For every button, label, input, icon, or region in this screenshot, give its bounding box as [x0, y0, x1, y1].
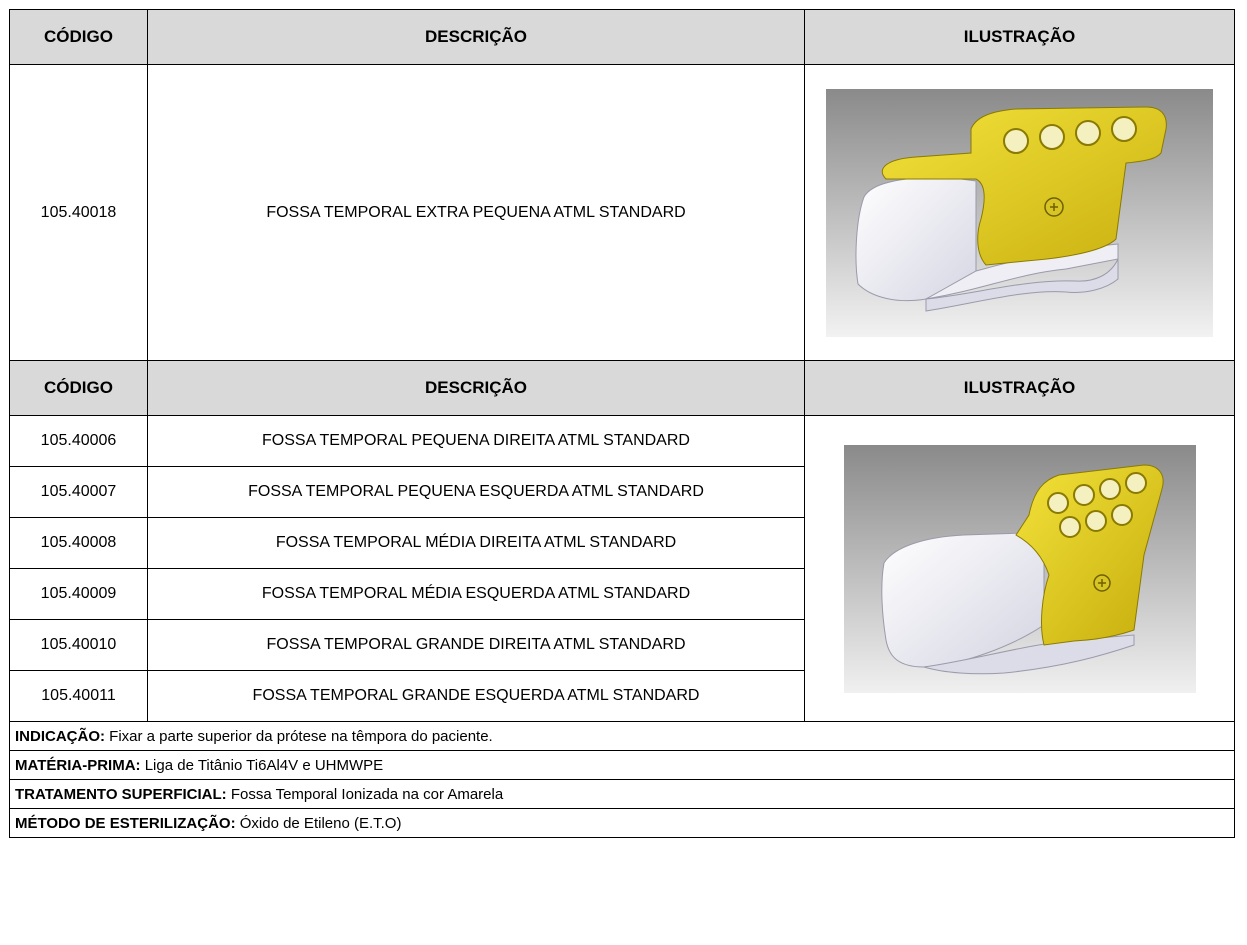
info-row-raw-material: MATÉRIA-PRIMA: Liga de Titânio Ti6Al4V e…	[9, 750, 1235, 780]
info-label: MATÉRIA-PRIMA:	[15, 756, 141, 774]
implant-illustration-extra-small	[826, 88, 1213, 337]
info-row-surface-treatment: TRATAMENTO SUPERFICIAL: Fossa Temporal I…	[9, 779, 1235, 809]
table-row: 105.40009 FOSSA TEMPORAL MÉDIA ESQUERDA …	[9, 568, 1235, 620]
header-code: CÓDIGO	[9, 9, 148, 65]
implant-illustration-standard	[843, 444, 1196, 693]
info-value: Liga de Titânio Ti6Al4V e UHMWPE	[140, 756, 384, 774]
indication-cell: INDICAÇÃO: Fixar a parte superior da pró…	[9, 721, 1235, 751]
product-description: FOSSA TEMPORAL PEQUENA DIREITA ATML STAN…	[147, 415, 805, 467]
header-illustration: ILUSTRAÇÃO	[804, 360, 1235, 416]
product-description: FOSSA TEMPORAL EXTRA PEQUENA ATML STANDA…	[147, 64, 805, 361]
info-value: Óxido de Etileno (E.T.O)	[235, 814, 402, 832]
product-code: 105.40011	[9, 670, 148, 722]
table-row: 105.40007 FOSSA TEMPORAL PEQUENA ESQUERD…	[9, 466, 1235, 518]
surface-treatment-cell: TRATAMENTO SUPERFICIAL: Fossa Temporal I…	[9, 779, 1235, 809]
product-code: 105.40007	[9, 466, 148, 518]
info-value: Fossa Temporal Ionizada na cor Amarela	[226, 785, 504, 803]
info-label: INDICAÇÃO:	[15, 727, 105, 745]
product-description: FOSSA TEMPORAL MÉDIA ESQUERDA ATML STAND…	[147, 568, 805, 620]
product-code: 105.40018	[9, 64, 148, 361]
illustration-cell	[804, 415, 1235, 722]
raw-material-cell: MATÉRIA-PRIMA: Liga de Titânio Ti6Al4V e…	[9, 750, 1235, 780]
product-description: FOSSA TEMPORAL GRANDE ESQUERDA ATML STAN…	[147, 670, 805, 722]
product-description: FOSSA TEMPORAL MÉDIA DIREITA ATML STANDA…	[147, 517, 805, 569]
product-code: 105.40008	[9, 517, 148, 569]
product-code: 105.40009	[9, 568, 148, 620]
info-label: TRATAMENTO SUPERFICIAL:	[15, 785, 227, 803]
header-description: DESCRIÇÃO	[147, 9, 805, 65]
header-illustration: ILUSTRAÇÃO	[804, 9, 1235, 65]
info-label: MÉTODO DE ESTERILIZAÇÃO:	[15, 814, 236, 832]
info-row-indication: INDICAÇÃO: Fixar a parte superior da pró…	[9, 721, 1235, 751]
product-description: FOSSA TEMPORAL PEQUENA ESQUERDA ATML STA…	[147, 466, 805, 518]
table-row: 105.40018 FOSSA TEMPORAL EXTRA PEQUENA A…	[9, 64, 1235, 361]
header-description: DESCRIÇÃO	[147, 360, 805, 416]
table-row: 105.40006 FOSSA TEMPORAL PEQUENA DIREITA…	[9, 415, 1235, 722]
header-row-2: CÓDIGO DESCRIÇÃO ILUSTRAÇÃO	[9, 360, 1235, 416]
header-row-1: CÓDIGO DESCRIÇÃO ILUSTRAÇÃO	[9, 9, 1235, 65]
table-row: 105.40010 FOSSA TEMPORAL GRANDE DIREITA …	[9, 619, 1235, 671]
product-code: 105.40006	[9, 415, 148, 467]
product-spec-table: CÓDIGO DESCRIÇÃO ILUSTRAÇÃO 105.40018 FO…	[9, 9, 1235, 838]
sterilization-cell: MÉTODO DE ESTERILIZAÇÃO: Óxido de Etilen…	[9, 808, 1235, 838]
table-row: 105.40008 FOSSA TEMPORAL MÉDIA DIREITA A…	[9, 517, 1235, 569]
info-value: Fixar a parte superior da prótese na têm…	[105, 727, 493, 745]
product-description: FOSSA TEMPORAL GRANDE DIREITA ATML STAND…	[147, 619, 805, 671]
table-row: 105.40011 FOSSA TEMPORAL GRANDE ESQUERDA…	[9, 670, 1235, 722]
illustration-cell	[804, 64, 1235, 361]
header-code: CÓDIGO	[9, 360, 148, 416]
product-code: 105.40010	[9, 619, 148, 671]
info-row-sterilization: MÉTODO DE ESTERILIZAÇÃO: Óxido de Etilen…	[9, 808, 1235, 838]
